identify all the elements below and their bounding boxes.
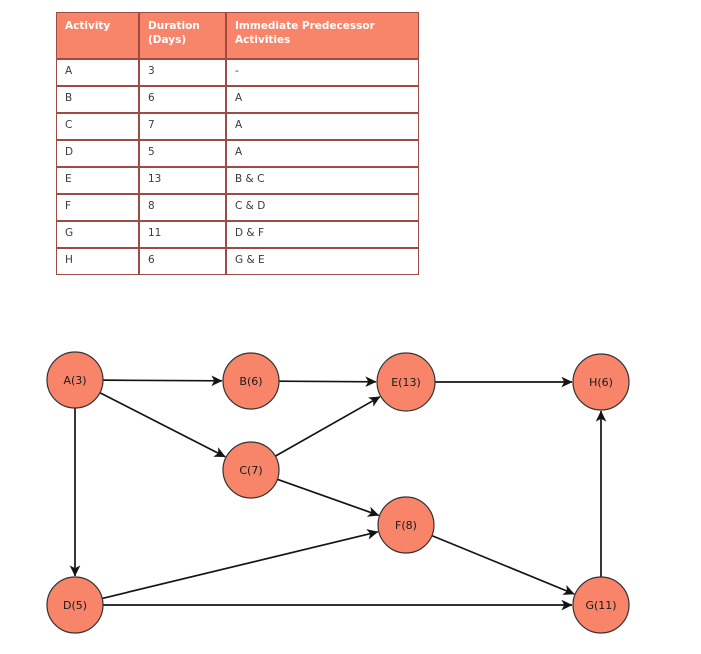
cell-predecessors: A	[226, 86, 419, 113]
cell-predecessors: G & E	[226, 248, 419, 275]
edge-b-to-e	[278, 376, 377, 388]
node-label-f: F(8)	[395, 519, 417, 532]
table-header-row: Activity Duration(Days) Immediate Predec…	[56, 12, 419, 59]
network-diagram: A(3) B(6) C(7) D(5) E(13) F(8) G(11) H(6)	[46, 351, 630, 634]
cell-duration: 8	[139, 194, 226, 221]
column-header-duration: Duration(Days)	[139, 12, 226, 59]
cell-activity: G	[56, 221, 139, 248]
node-circle-d[interactable]	[46, 576, 104, 634]
cell-duration: 6	[139, 86, 226, 113]
cell-predecessors: D & F	[226, 221, 419, 248]
node-b[interactable]: B(6)	[222, 352, 280, 410]
cell-duration: 13	[139, 167, 226, 194]
cell-activity: F	[56, 194, 139, 221]
activity-duration-table: Activity Duration(Days) Immediate Predec…	[56, 12, 419, 275]
cell-predecessors: C & D	[226, 194, 419, 221]
node-circle-g[interactable]	[572, 576, 630, 634]
node-f[interactable]: F(8)	[377, 496, 435, 554]
node-circle-a[interactable]	[46, 351, 104, 409]
cell-activity: C	[56, 113, 139, 140]
node-layer: A(3) B(6) C(7) D(5) E(13) F(8) G(11) H(6)	[46, 351, 630, 634]
cell-predecessors: A	[226, 140, 419, 167]
cell-activity: E	[56, 167, 139, 194]
node-circle-b[interactable]	[222, 352, 280, 410]
node-c[interactable]: C(7)	[222, 441, 280, 499]
cell-predecessors: -	[226, 59, 419, 86]
cell-activity: B	[56, 86, 139, 113]
node-circle-c[interactable]	[222, 441, 280, 499]
column-header-activity-label: Activity	[65, 20, 111, 32]
edge-f-to-g	[431, 534, 575, 595]
node-d[interactable]: D(5)	[46, 576, 104, 634]
edge-d-to-f	[102, 529, 379, 600]
column-header-predecessors-line2: Activities	[235, 33, 291, 46]
cell-duration: 11	[139, 221, 226, 248]
node-a[interactable]: A(3)	[46, 351, 104, 409]
edge-a-to-b	[102, 375, 223, 387]
node-e[interactable]: E(13)	[376, 352, 436, 412]
edge-c-to-e	[274, 396, 381, 457]
cell-predecessors: A	[226, 113, 419, 140]
edge-layer	[69, 375, 607, 611]
node-label-e: E(13)	[391, 376, 421, 389]
table-header: Activity Duration(Days) Immediate Predec…	[56, 12, 419, 59]
node-label-g: G(11)	[585, 599, 616, 612]
cell-activity: A	[56, 59, 139, 86]
column-header-activity: Activity	[56, 12, 139, 59]
edge-a-to-c	[99, 391, 226, 458]
cell-activity: D	[56, 140, 139, 167]
node-label-d: D(5)	[63, 599, 87, 612]
cell-duration: 6	[139, 248, 226, 275]
column-header-duration-line2: (Days)	[148, 33, 187, 46]
node-g[interactable]: G(11)	[572, 576, 630, 634]
cell-duration: 7	[139, 113, 226, 140]
node-label-b: B(6)	[239, 375, 262, 388]
node-circle-f[interactable]	[377, 496, 435, 554]
node-circle-e[interactable]	[376, 352, 436, 412]
column-header-predecessors-line1: Immediate Predecessor	[235, 20, 375, 32]
node-circle-h[interactable]	[572, 353, 630, 411]
cell-duration: 3	[139, 59, 226, 86]
cell-predecessors: B & C	[226, 167, 419, 194]
column-header-duration-line1: Duration	[148, 20, 200, 32]
edge-c-to-f	[277, 478, 380, 517]
node-label-c: C(7)	[239, 464, 262, 477]
cell-activity: H	[56, 248, 139, 275]
node-label-h: H(6)	[589, 376, 613, 389]
cell-duration: 5	[139, 140, 226, 167]
node-h[interactable]: H(6)	[572, 353, 630, 411]
node-label-a: A(3)	[63, 374, 86, 387]
